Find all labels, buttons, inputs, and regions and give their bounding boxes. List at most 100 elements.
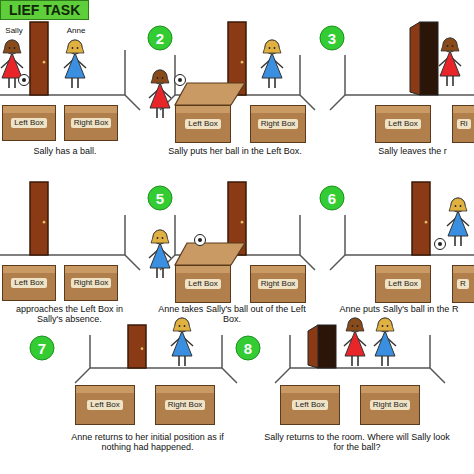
step-number: 7 bbox=[38, 341, 46, 356]
ball-patch bbox=[438, 242, 442, 246]
hair bbox=[151, 230, 169, 243]
door bbox=[30, 22, 48, 95]
panel-caption: Anne puts Sally's ball in the R bbox=[328, 304, 470, 314]
balls bbox=[19, 75, 446, 250]
hair bbox=[173, 318, 191, 331]
door-knob bbox=[241, 221, 244, 224]
box-label: Right Box bbox=[258, 119, 299, 130]
hair bbox=[441, 38, 459, 51]
cardboard-box: R bbox=[452, 265, 474, 303]
girl-figure bbox=[374, 318, 396, 366]
wall-line bbox=[0, 50, 125, 95]
open-door bbox=[308, 325, 318, 368]
wall-line bbox=[90, 335, 222, 368]
box-label: Left Box bbox=[385, 119, 420, 130]
soccer-ball bbox=[195, 235, 206, 246]
cardboard-box: Right Box bbox=[64, 265, 118, 301]
dress bbox=[2, 53, 22, 78]
eye bbox=[162, 237, 164, 239]
character-name: Sally bbox=[1, 26, 27, 35]
box-label: R bbox=[457, 279, 469, 290]
door-knob bbox=[43, 221, 46, 224]
eye bbox=[157, 237, 159, 239]
dress bbox=[375, 331, 395, 356]
cardboard-box: Left Box bbox=[175, 265, 231, 303]
eye bbox=[387, 325, 389, 327]
panel-caption: Anne takes Sally's ball out of the Left … bbox=[152, 304, 312, 325]
box-label: Left Box bbox=[385, 279, 420, 290]
step-number: 5 bbox=[156, 191, 164, 206]
hair bbox=[449, 198, 467, 211]
circle-fill bbox=[320, 26, 344, 50]
dress bbox=[172, 331, 192, 356]
wall-line bbox=[125, 95, 140, 110]
eye bbox=[184, 325, 186, 327]
cardboard-box: Left Box bbox=[75, 385, 135, 425]
circle-fill bbox=[236, 336, 260, 360]
step-number-circle: 7 bbox=[29, 335, 55, 361]
eye bbox=[274, 47, 276, 49]
box-label: Left Box bbox=[185, 279, 220, 290]
girl-figure bbox=[344, 318, 366, 366]
door bbox=[412, 182, 430, 255]
circle-fill bbox=[148, 26, 172, 50]
box-label: Left Box bbox=[87, 400, 122, 411]
eye bbox=[269, 47, 271, 49]
panel-caption: Anne returns to her initial position as … bbox=[60, 432, 235, 453]
open-box-flap bbox=[175, 243, 245, 265]
hair bbox=[376, 318, 394, 331]
box-label: Right Box bbox=[71, 278, 112, 289]
eye bbox=[157, 77, 159, 79]
panel-caption: Sally has a ball. bbox=[5, 146, 125, 156]
wall-line bbox=[125, 255, 140, 270]
panel-caption: Sally leaves the r bbox=[355, 146, 470, 156]
cardboard-box: Left Box bbox=[280, 385, 340, 425]
door bbox=[128, 325, 146, 368]
panel-caption: Sally returns to the room. Where will Sa… bbox=[262, 432, 452, 453]
character-name: Anne bbox=[62, 26, 90, 35]
wall-line bbox=[330, 95, 345, 110]
dress bbox=[150, 83, 170, 108]
hair bbox=[3, 40, 21, 53]
cardboard-box: Left Box bbox=[375, 265, 431, 303]
box-flaps bbox=[175, 83, 245, 265]
step-number: 3 bbox=[328, 31, 336, 46]
eye bbox=[9, 47, 11, 49]
girl-figure bbox=[261, 40, 283, 88]
box-label: Right Box bbox=[71, 118, 112, 129]
circle-fill bbox=[148, 186, 172, 210]
dress bbox=[65, 53, 85, 78]
door-knob bbox=[141, 347, 144, 350]
dress bbox=[440, 51, 460, 76]
cardboard-box: Left Box bbox=[375, 105, 431, 143]
box-label: Left Box bbox=[185, 119, 220, 130]
hair bbox=[151, 70, 169, 83]
panel-caption: approaches the Left Box in Sally's absen… bbox=[2, 304, 137, 325]
door-knob bbox=[241, 61, 244, 64]
wall-line bbox=[275, 368, 290, 383]
box-label: Left Box bbox=[292, 400, 327, 411]
eye bbox=[382, 325, 384, 327]
eye bbox=[352, 325, 354, 327]
box-label: Right Box bbox=[258, 279, 299, 290]
box-label: Left Box bbox=[11, 118, 46, 129]
eye bbox=[72, 47, 74, 49]
eye bbox=[460, 205, 462, 207]
dress bbox=[150, 243, 170, 268]
step-number: 2 bbox=[156, 31, 164, 46]
soccer-ball bbox=[435, 239, 446, 250]
box-label: Right Box bbox=[370, 400, 411, 411]
wall-line bbox=[330, 255, 345, 270]
dress bbox=[345, 331, 365, 356]
step-number-circle: 2 bbox=[147, 25, 173, 51]
open-door bbox=[410, 22, 420, 95]
step-number-circle: 8 bbox=[235, 335, 261, 361]
step-number: 6 bbox=[328, 191, 336, 206]
step-number-circle: 3 bbox=[319, 25, 345, 51]
soccer-ball bbox=[175, 75, 186, 86]
hair bbox=[346, 318, 364, 331]
cardboard-box: Ri bbox=[452, 105, 474, 143]
cardboard-box: Left Box bbox=[2, 105, 56, 141]
